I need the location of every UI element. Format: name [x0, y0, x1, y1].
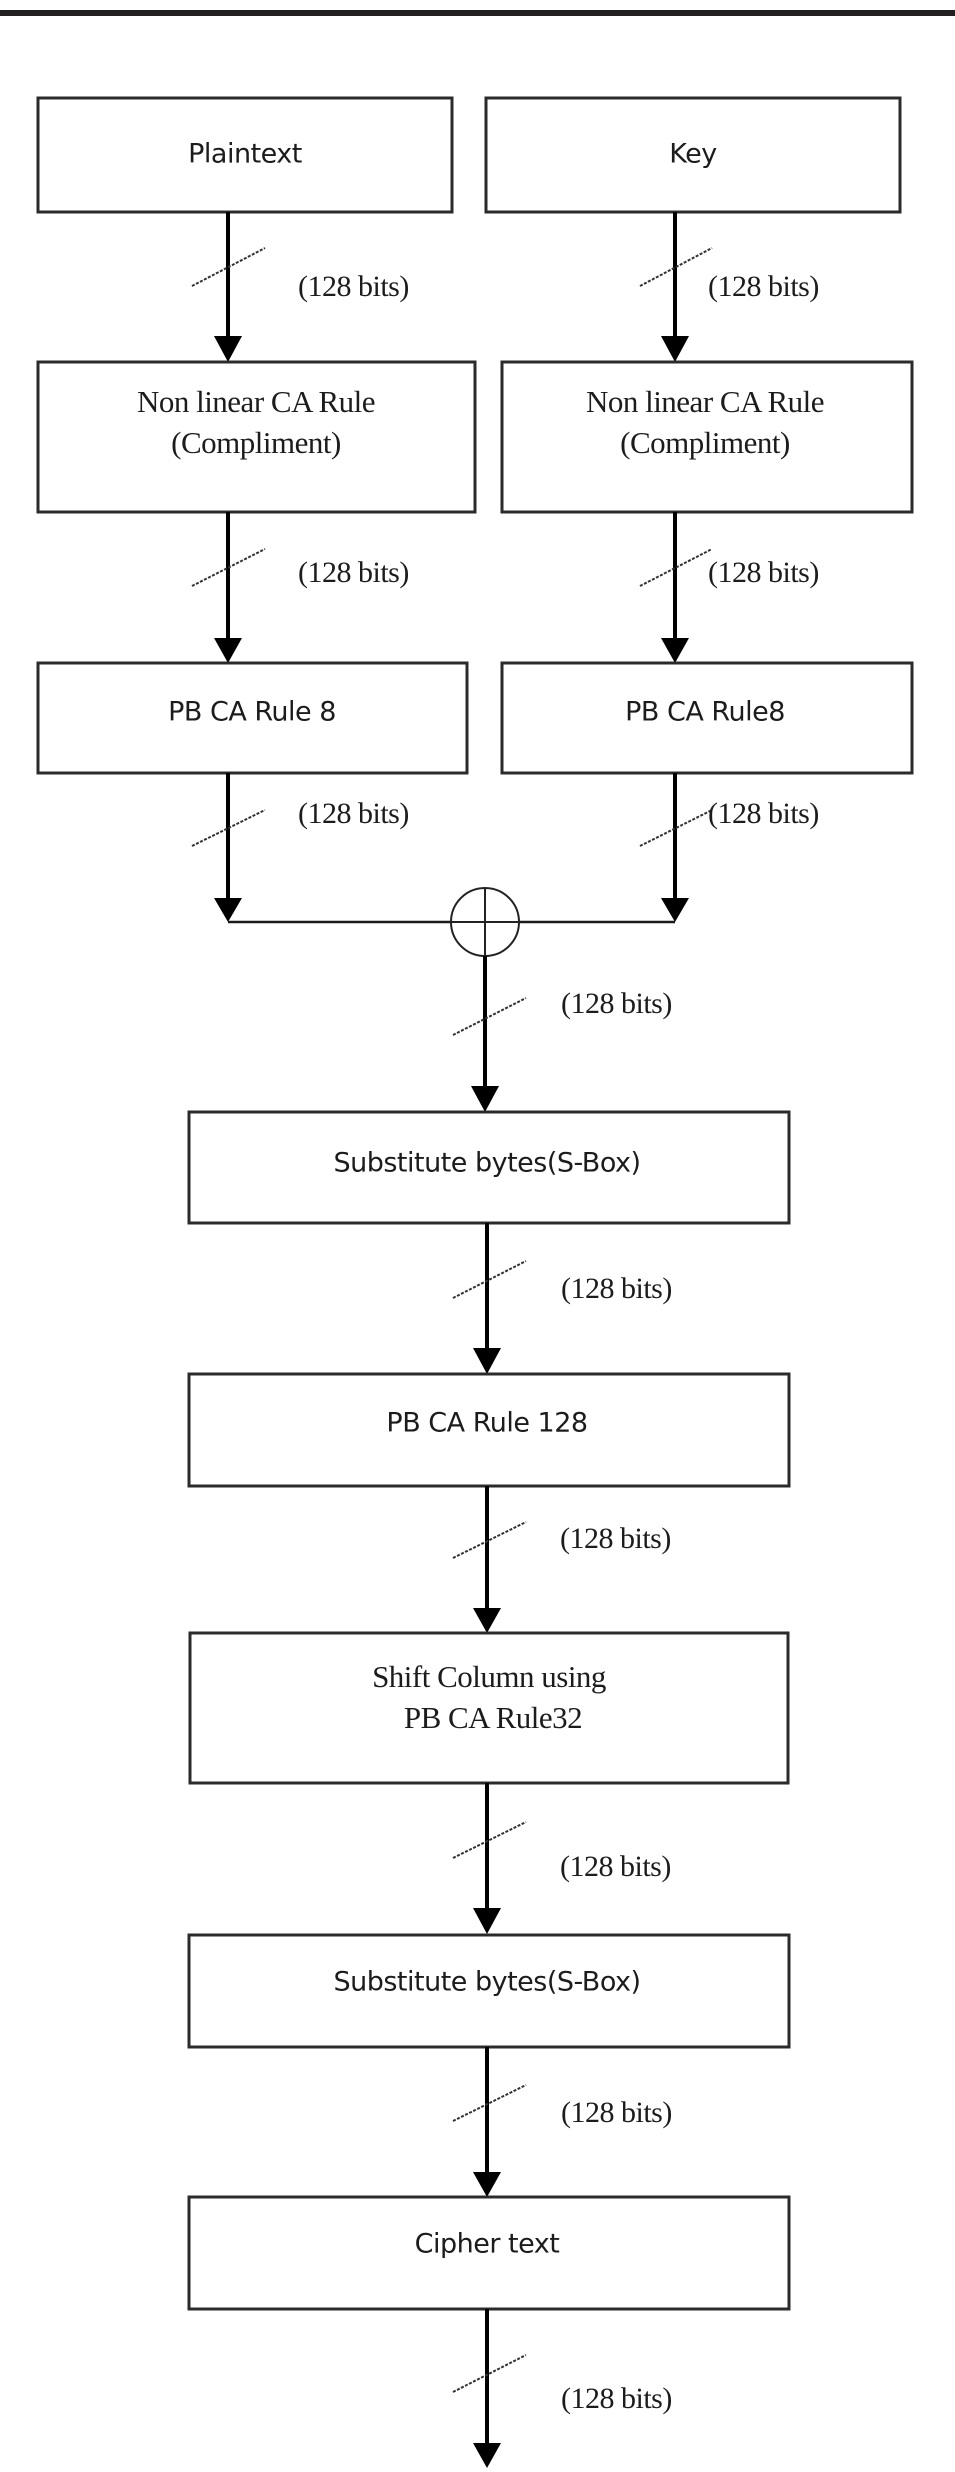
bus-slash-icon	[452, 1821, 527, 1859]
bus-pbca8-left-out: (128 bits)	[191, 773, 409, 922]
bus-label: (128 bits)	[298, 556, 409, 589]
bus-key-out: (128 bits)	[639, 212, 819, 362]
block-pbca8-left-label: PB CA Rule 8	[168, 697, 336, 728]
bus-label: (128 bits)	[298, 270, 409, 303]
bus-nonlinear-left-out: (128 bits)	[191, 512, 409, 663]
bus-label: (128 bits)	[708, 270, 819, 303]
bus-slash-icon	[452, 2354, 527, 2393]
arrowhead-icon	[214, 898, 242, 922]
xor-icon	[450, 887, 520, 957]
arrowhead-icon	[661, 638, 689, 663]
block-shift-column-line2: PB CA Rule32	[404, 1700, 582, 1735]
block-key-label: Key	[669, 139, 717, 170]
block-sbox-1-label: Substitute bytes(S-Box)	[333, 1148, 640, 1179]
block-shift-column-line1: Shift Column using	[372, 1659, 606, 1694]
bus-shift-out: (128 bits)	[452, 1783, 671, 1934]
bus-label: (128 bits)	[561, 2382, 672, 2415]
arrowhead-icon	[473, 1608, 501, 1633]
bus-slash-icon	[452, 1521, 527, 1559]
bus-label: (128 bits)	[561, 987, 672, 1020]
arrowhead-icon	[473, 1908, 501, 1934]
bus-pbca8-right-out: (128 bits)	[639, 773, 819, 922]
bus-nonlinear-right-out: (128 bits)	[639, 512, 819, 663]
block-sbox-2: Substitute bytes(S-Box)	[187, 1933, 791, 2049]
bus-label: (128 bits)	[708, 797, 819, 830]
block-ciphertext: Cipher text	[187, 2195, 791, 2311]
block-pbca128: PB CA Rule 128	[187, 1372, 791, 1488]
bus-cipher-out: (128 bits)	[452, 2309, 672, 2468]
bus-label: (128 bits)	[560, 1522, 671, 1555]
block-plaintext-label: Plaintext	[188, 139, 302, 170]
arrowhead-icon	[473, 1348, 501, 1374]
block-nonlinear-left-line1: Non linear CA Rule	[137, 384, 375, 419]
bus-sbox1-out: (128 bits)	[452, 1223, 672, 1374]
bus-label: (128 bits)	[561, 1272, 672, 1305]
arrowhead-icon	[661, 898, 689, 922]
bus-plaintext-out: (128 bits)	[191, 212, 409, 362]
arrowhead-icon	[214, 638, 242, 663]
bus-label: (128 bits)	[561, 2096, 672, 2129]
block-pbca8-right: PB CA Rule8	[500, 661, 914, 775]
block-key: Key	[484, 96, 902, 214]
top-rule	[0, 10, 955, 16]
block-pbca8-right-label: PB CA Rule8	[625, 697, 785, 728]
block-ciphertext-label: Cipher text	[415, 2229, 560, 2260]
bus-pbca128-out: (128 bits)	[452, 1486, 671, 1633]
bus-slash-icon	[191, 247, 266, 287]
arrowhead-icon	[214, 336, 242, 362]
bus-slash-icon	[452, 2084, 527, 2122]
bus-slash-icon	[452, 1260, 527, 1299]
bus-slash-icon	[639, 247, 713, 287]
bus-label: (128 bits)	[708, 556, 819, 589]
block-nonlinear-left: Non linear CA Rule (Compliment)	[36, 360, 477, 514]
bus-label: (128 bits)	[298, 797, 409, 830]
bus-sbox2-out: (128 bits)	[452, 2047, 672, 2197]
block-nonlinear-right: Non linear CA Rule (Compliment)	[500, 360, 914, 514]
block-sbox-2-label: Substitute bytes(S-Box)	[333, 1967, 640, 1998]
bus-slash-icon	[191, 548, 266, 587]
block-nonlinear-left-line2: (Compliment)	[171, 425, 341, 460]
block-nonlinear-right-line2: (Compliment)	[620, 425, 790, 460]
arrowhead-icon	[471, 1086, 499, 1112]
block-pbca128-label: PB CA Rule 128	[386, 1408, 587, 1439]
bus-slash-icon	[191, 809, 266, 847]
bus-slash-icon	[452, 997, 527, 1036]
block-shift-column: Shift Column using PB CA Rule32	[188, 1631, 790, 1785]
block-nonlinear-right-line1: Non linear CA Rule	[586, 384, 824, 419]
block-plaintext: Plaintext	[36, 96, 454, 214]
bus-label: (128 bits)	[560, 1850, 671, 1883]
block-pbca8-left: PB CA Rule 8	[36, 661, 469, 775]
block-sbox-1: Substitute bytes(S-Box)	[187, 1110, 791, 1225]
arrowhead-icon	[661, 336, 689, 362]
arrowhead-icon	[473, 2172, 501, 2197]
bus-xor-out: (128 bits)	[452, 956, 672, 1112]
arrowhead-icon	[473, 2443, 501, 2468]
